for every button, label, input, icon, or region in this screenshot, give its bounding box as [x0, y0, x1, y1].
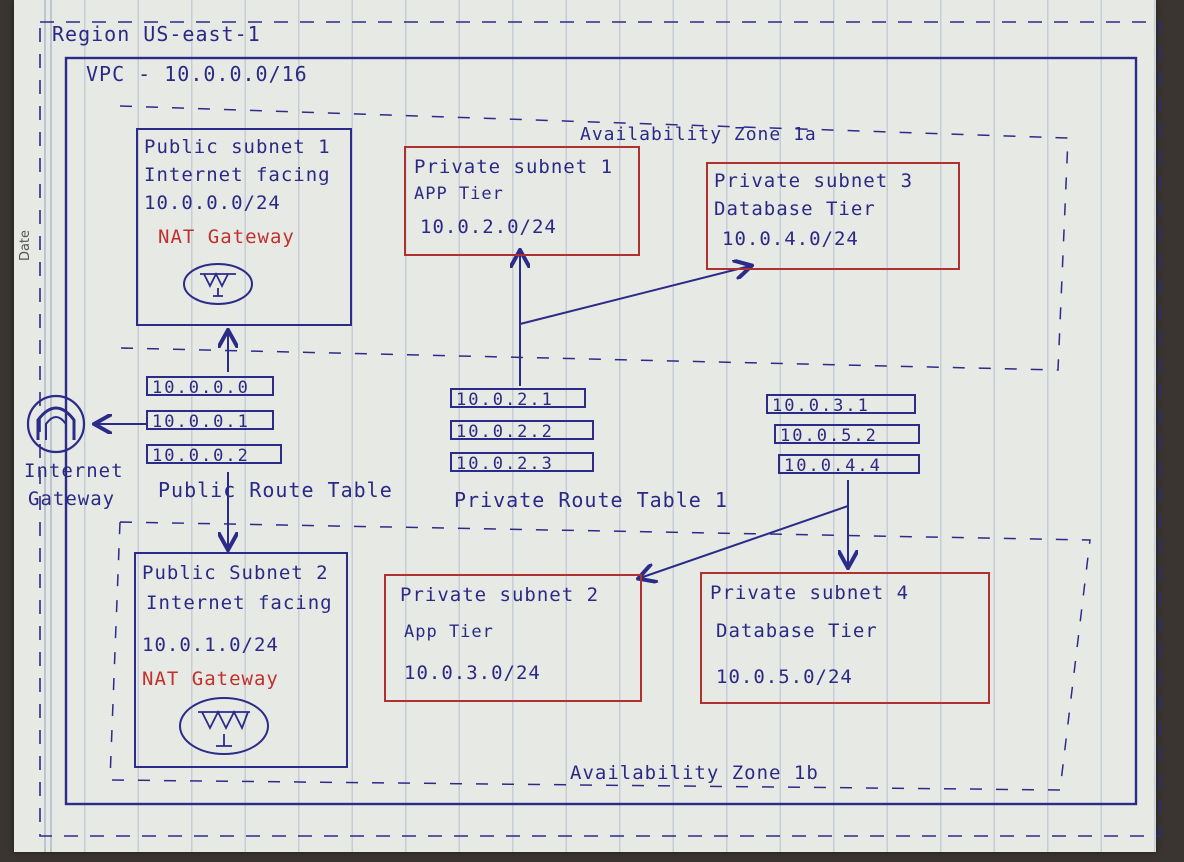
subnet-tier: App Tier	[404, 622, 494, 642]
route-row: 10.0.0.0	[146, 376, 274, 398]
subnet-cidr: 10.0.1.0/24	[142, 634, 279, 656]
route-table-label: Public Route Table	[158, 478, 393, 502]
arrow-prt2-to-private-subnet-2	[640, 505, 849, 578]
route-row: 10.0.5.2	[774, 424, 920, 446]
subnet-tier: Database Tier	[714, 198, 876, 220]
subnet-cidr: 10.0.5.0/24	[716, 666, 853, 688]
route-row: 10.0.2.3	[450, 452, 594, 474]
public-subnet-2: Public Subnet 2 Internet facing 10.0.1.0…	[134, 552, 348, 768]
public-subnet-1: Public subnet 1 Internet facing 10.0.0.0…	[136, 128, 352, 326]
subnet-cidr: 10.0.3.0/24	[404, 662, 541, 684]
internet-gateway-label-line-1: Internet	[24, 460, 124, 482]
subnet-title: Public Subnet 2	[142, 562, 329, 584]
route-row: 10.0.0.2	[146, 444, 282, 466]
nat-gateway-icon	[179, 697, 269, 755]
private-subnet-2: Private subnet 2 App Tier 10.0.3.0/24	[384, 574, 642, 702]
subnet-title: Private subnet 4	[710, 582, 910, 604]
route-table-label: Private Route Table 1	[454, 488, 728, 512]
nat-gateway-icon	[183, 263, 253, 305]
subnet-tier: Database Tier	[716, 620, 878, 642]
internet-gateway-icon	[26, 394, 86, 454]
subnet-title: Private subnet 1	[414, 156, 614, 178]
private-subnet-1: Private subnet 1 APP Tier 10.0.2.0/24	[404, 146, 640, 256]
notebook-page: Date	[14, 0, 1156, 852]
subnet-cidr: 10.0.2.0/24	[420, 216, 557, 238]
subnet-cidr: 10.0.4.0/24	[722, 228, 859, 250]
nat-gateway-label: NAT Gateway	[142, 668, 279, 690]
subnet-title: Private subnet 2	[400, 584, 600, 606]
subnet-title: Private subnet 3	[714, 170, 914, 192]
subnet-type: Internet facing	[146, 592, 333, 614]
az-1a-boundary	[119, 105, 1069, 371]
region-boundary	[39, 21, 1161, 837]
arrow-prt1-to-private-subnet-3	[519, 266, 750, 325]
route-row: 10.0.3.1	[766, 394, 916, 416]
internet-gateway-label-line-2: Gateway	[28, 488, 116, 510]
private-subnet-4: Private subnet 4 Database Tier 10.0.5.0/…	[700, 572, 990, 704]
nat-gateway-label: NAT Gateway	[158, 226, 295, 248]
az-1a-label: Availability Zone 1a	[580, 124, 817, 145]
route-row: 10.0.2.1	[450, 388, 586, 410]
subnet-cidr: 10.0.0.0/24	[144, 192, 281, 214]
margin-line	[50, 0, 52, 852]
subnet-title: Public subnet 1	[144, 136, 331, 158]
region-label: Region US-east-1	[52, 22, 261, 46]
subnet-type: Internet facing	[144, 164, 331, 186]
subnet-tier: APP Tier	[414, 184, 504, 204]
route-row: 10.0.2.2	[450, 420, 594, 442]
vpc-label: VPC - 10.0.0.0/16	[86, 62, 308, 86]
private-subnet-3: Private subnet 3 Database Tier 10.0.4.0/…	[706, 162, 960, 270]
route-row: 10.0.4.4	[778, 454, 920, 476]
route-row: 10.0.0.1	[146, 410, 274, 432]
az-1b-label: Availability Zone 1b	[570, 762, 819, 784]
